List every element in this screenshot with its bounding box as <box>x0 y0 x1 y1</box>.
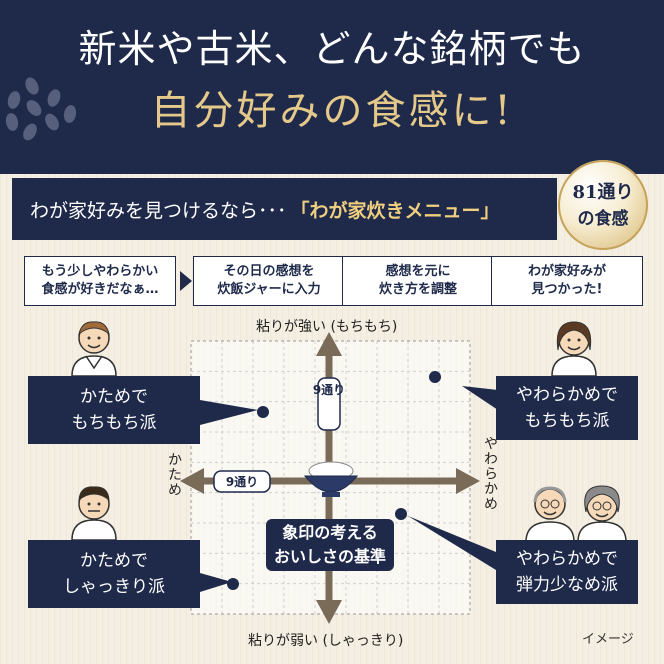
axis-bottom-label: 粘りが弱い (しゃっきり) <box>248 633 404 649</box>
banner-text: わが家好みを見つけるなら･･･ <box>30 199 287 222</box>
quadrant-soft-sticky: やわらかめで もちもち派 <box>496 376 638 440</box>
person-icon <box>71 486 117 541</box>
rice-bowl-icon <box>303 461 359 497</box>
quadrant-firm-crisp: かためで しゃっきり派 <box>28 540 200 608</box>
step-arrow-icon <box>180 271 192 291</box>
standard-label: 象印の考える おいしさの基準 <box>266 519 394 571</box>
step-4: わが家好みが 見つかった! <box>491 256 643 306</box>
quadrant-firm-sticky: かためで もちもち派 <box>28 376 200 444</box>
badge-count: 81通り <box>572 182 634 203</box>
image-note: イメージ <box>582 632 634 647</box>
step-1: もう少しやわらかい 食感が好きだなぁ… <box>24 256 176 306</box>
axis-left-label: かため <box>166 452 182 497</box>
step-2: その日の感想を 炊飯ジャーに入力 <box>193 256 345 306</box>
header-panel <box>0 0 664 174</box>
banner-highlight: 「わが家炊きメニュー」 <box>290 199 500 222</box>
horizontal-count: 9通り <box>226 474 258 489</box>
axis-top-label: 粘りが強い (もちもち) <box>256 319 398 335</box>
texture-count-badge: 81通り の食感 <box>558 160 648 250</box>
badge-caption: の食感 <box>577 209 629 229</box>
elderly-couple-icon <box>525 485 627 543</box>
headline-line-1: 新米や古米、どんな銘柄でも <box>78 27 586 71</box>
person-icon <box>551 321 597 377</box>
headline-line-2: 自分好みの食感に! <box>150 88 514 134</box>
person-icon <box>71 321 117 377</box>
header-notch <box>318 150 370 172</box>
vertical-count-digit: 9通り <box>313 382 345 397</box>
menu-banner: わが家好みを見つけるなら･･･ 「わが家炊きメニュー」 <box>12 178 557 240</box>
rice-grains-decoration <box>5 77 77 141</box>
step-3: 感想を元に 炊き方を調整 <box>342 256 494 306</box>
quadrant-soft-low-elasticity: やわらかめで 弾力少なめ派 <box>496 540 638 604</box>
axis-right-label: やわらかめ <box>482 436 498 511</box>
